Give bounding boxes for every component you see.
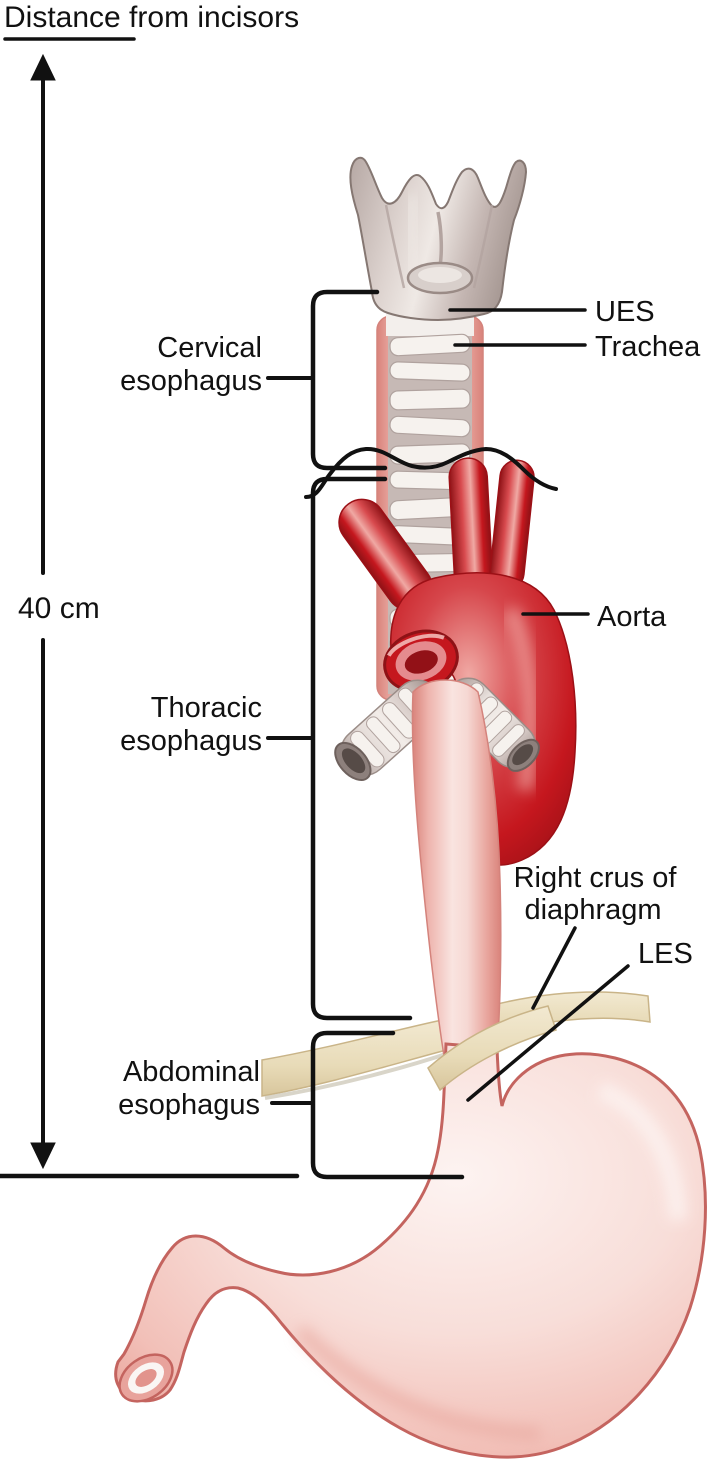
- aorta-branches-illustration: [338, 457, 535, 611]
- label-thoracic-line1: Thoracic: [151, 692, 262, 724]
- label-ues: UES: [595, 296, 655, 328]
- label-crus-line2: diaphragm: [524, 894, 661, 926]
- leader-line-crus: [531, 926, 577, 1010]
- duodenum-cut-illustration: [118, 1353, 174, 1403]
- ascending-aorta-cut-illustration: [383, 629, 459, 693]
- bracket-cervical: [310, 289, 388, 471]
- leader-line-les: [466, 964, 630, 1102]
- distance-arrow: [30, 53, 56, 1170]
- label-abdominal-line1: Abdominal: [123, 1056, 260, 1088]
- bracket-thoracic: [310, 476, 413, 1021]
- larynx-illustration: [349, 156, 528, 322]
- stomach-illustration: [114, 1042, 707, 1459]
- label-thoracic-line2: esophagus: [120, 725, 262, 757]
- distance-value-label: 40 cm: [18, 592, 100, 625]
- label-crus-line1: Right crus of: [514, 862, 678, 894]
- label-cervical-line2: esophagus: [120, 365, 262, 397]
- label-trachea: Trachea: [595, 331, 701, 363]
- label-cervical-line1: Cervical: [157, 332, 262, 364]
- label-les: LES: [638, 938, 693, 970]
- label-aorta: Aorta: [597, 601, 667, 633]
- figure-title: Distance from incisors: [4, 1, 299, 34]
- label-abdominal-line2: esophagus: [118, 1089, 260, 1121]
- thoracic-inlet-wavy-line: [304, 446, 558, 499]
- diaphragm-front-flap-illustration: [427, 1005, 557, 1092]
